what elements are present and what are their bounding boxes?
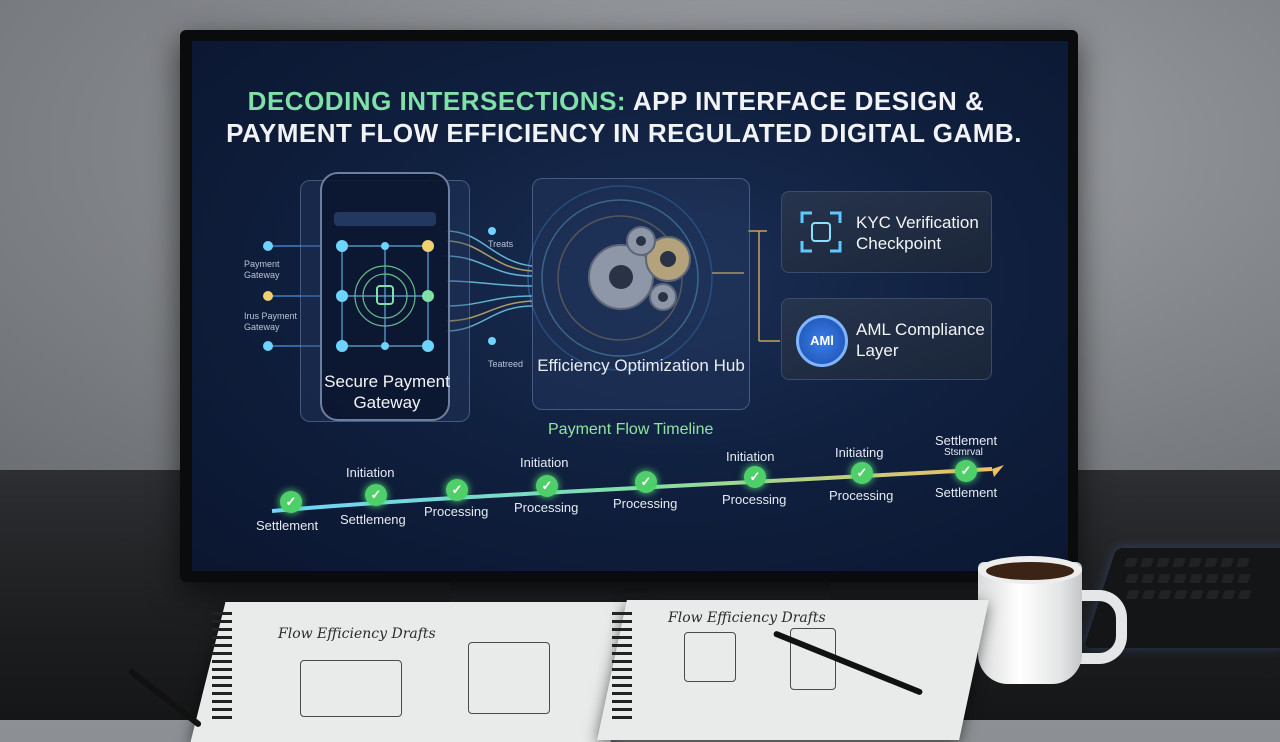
gateway-right-label-1: Treats — [488, 239, 514, 249]
efficiency-hub-panel: Efficiency Optimization Hub — [532, 178, 750, 410]
check-icon: ✓ — [446, 479, 468, 501]
title-line-1: DECODING INTERSECTIONS: APP INTERFACE DE… — [192, 85, 1054, 117]
notebook-left — [190, 602, 646, 742]
gateway-left-label-1: Payment Gateway — [244, 259, 280, 280]
phone-screen-graphic — [334, 212, 436, 352]
kyc-label: KYC Verification Checkpoint — [856, 213, 979, 253]
timeline-bottom-label: Processing — [613, 496, 678, 511]
timeline-top-label: Initiation — [520, 455, 569, 470]
circuit-diagram — [263, 185, 780, 371]
title-line-2: PAYMENT FLOW EFFICIENCY IN REGULATED DIG… — [226, 118, 1022, 148]
title-highlight: DECODING INTERSECTIONS: — [247, 86, 627, 116]
aml-label: AML Compliance Layer — [856, 320, 985, 360]
check-icon: ✓ — [280, 491, 302, 513]
gateway-label: Secure Payment Gateway — [324, 372, 450, 412]
timeline-title: Payment Flow Timeline — [548, 421, 714, 438]
timeline-top-label: Settlement — [935, 433, 998, 448]
check-icon: ✓ — [955, 460, 977, 482]
notebook-spiral — [212, 612, 232, 724]
check-icon: ✓ — [635, 471, 657, 493]
gateway-right-label-2: Teatreed — [488, 359, 524, 369]
timeline-top-label: Stsmrval — [944, 447, 983, 458]
gateway-left-label-2: Irus Payment Gateway — [244, 311, 298, 332]
check-icon: ✓ — [536, 475, 558, 497]
timeline-top-label: Initiation — [726, 449, 775, 464]
coffee — [986, 562, 1074, 580]
timeline-bottom-label: Processing — [514, 500, 579, 515]
timeline-bottom-label: Settlement — [935, 485, 998, 500]
timeline-bottom-label: Settlemeng — [340, 512, 406, 527]
hub-label: Efficiency Optimization Hub — [537, 356, 745, 375]
timeline-bottom-label: Settlement — [256, 518, 319, 533]
timeline-top-label: Initiating — [835, 445, 884, 460]
timeline-bottom-label: Processing — [424, 504, 489, 519]
sketch-wireframe — [468, 642, 550, 714]
check-icon: ✓ — [365, 484, 387, 506]
sketch-wireframe — [300, 660, 402, 717]
monitor-screen: DECODING INTERSECTIONS: APP INTERFACE DE… — [192, 41, 1068, 571]
notebook-left-title: Flow Efficiency Drafts — [278, 626, 436, 642]
scan-icon — [800, 211, 842, 253]
timeline-bottom-label: Processing — [829, 488, 894, 503]
aml-badge-icon: AMl — [796, 315, 848, 367]
notebook-right-title: Flow Efficiency Drafts — [668, 610, 826, 626]
kyc-card: KYC Verification Checkpoint — [781, 191, 992, 273]
shield-icon — [376, 285, 394, 305]
notebook-spiral — [612, 612, 632, 724]
mug-handle — [1072, 590, 1127, 664]
timeline-top-label: Initiation — [346, 465, 395, 480]
timeline-bottom-label: Processing — [722, 492, 787, 507]
title-line-1-rest: APP INTERFACE DESIGN & — [626, 86, 985, 116]
phone-mockup — [320, 172, 450, 421]
check-icon: ✓ — [851, 462, 873, 484]
check-icon: ✓ — [744, 466, 766, 488]
sketch-wireframe — [684, 632, 736, 682]
gear-icon — [588, 226, 691, 311]
aml-card: AMl AML Compliance Layer — [781, 298, 992, 380]
